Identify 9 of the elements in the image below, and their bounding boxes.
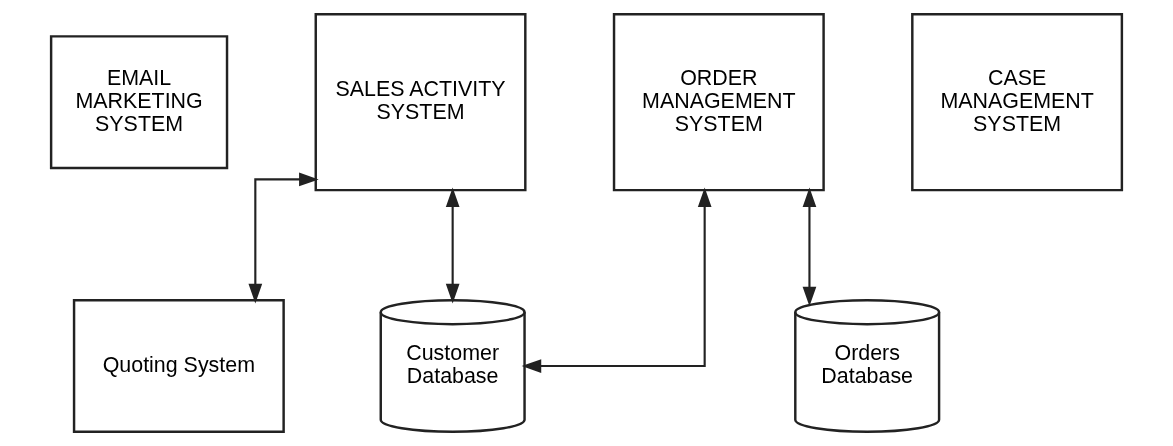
arrow xyxy=(802,187,817,307)
node-box: SALES ACTIVITY SYSTEM xyxy=(314,12,527,192)
node-box: Quoting System xyxy=(72,299,285,434)
node-box: EMAIL MARKETING SYSTEM xyxy=(49,35,229,170)
arrow xyxy=(445,187,460,304)
arrow xyxy=(248,172,319,304)
node-box: CASE MANAGEMENT SYSTEM xyxy=(911,12,1124,192)
node-box: ORDER MANAGEMENT SYSTEM xyxy=(612,12,825,192)
arrow xyxy=(521,187,712,373)
